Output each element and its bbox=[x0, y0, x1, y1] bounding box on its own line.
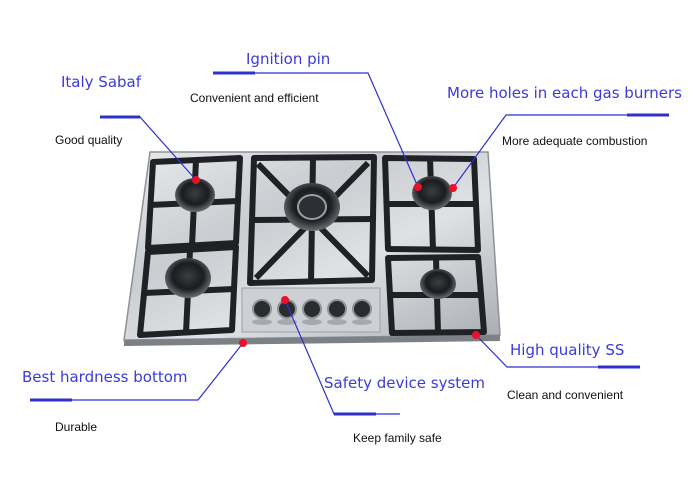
burners bbox=[165, 176, 456, 299]
control-knobs bbox=[252, 299, 372, 319]
italy-sabaf-title: Italy Sabaf bbox=[61, 73, 142, 91]
hardness-bottom-subtitle: Durable bbox=[55, 420, 98, 434]
ignition-pin-title: Ignition pin bbox=[246, 50, 331, 68]
hardness-bottom-title: Best hardness bottom bbox=[22, 368, 188, 386]
marker-safety bbox=[281, 296, 289, 304]
safety-device-subtitle: Keep family safe bbox=[353, 431, 442, 445]
ignition-pin-subtitle: Convenient and efficient bbox=[190, 91, 319, 105]
marker-steel bbox=[472, 331, 480, 339]
marker-ignition bbox=[414, 183, 422, 191]
leader-lines bbox=[30, 72, 669, 415]
marker-sabaf bbox=[192, 176, 200, 184]
gas-burner-holes-title: More holes in each gas burners bbox=[447, 84, 682, 102]
marker-bottom bbox=[239, 339, 247, 347]
gas-burner-holes-subtitle: More adequate combustion bbox=[502, 134, 648, 148]
stainless-steel-title: High quality SS bbox=[510, 341, 625, 359]
leader-emphasis bbox=[30, 71, 669, 416]
safety-device-title: Safety device system bbox=[324, 374, 486, 392]
italy-sabaf-subtitle: Good quality bbox=[55, 133, 123, 147]
marker-holes bbox=[449, 184, 457, 192]
stainless-steel-subtitle: Clean and convenient bbox=[507, 388, 624, 402]
feature-markers bbox=[192, 176, 480, 347]
